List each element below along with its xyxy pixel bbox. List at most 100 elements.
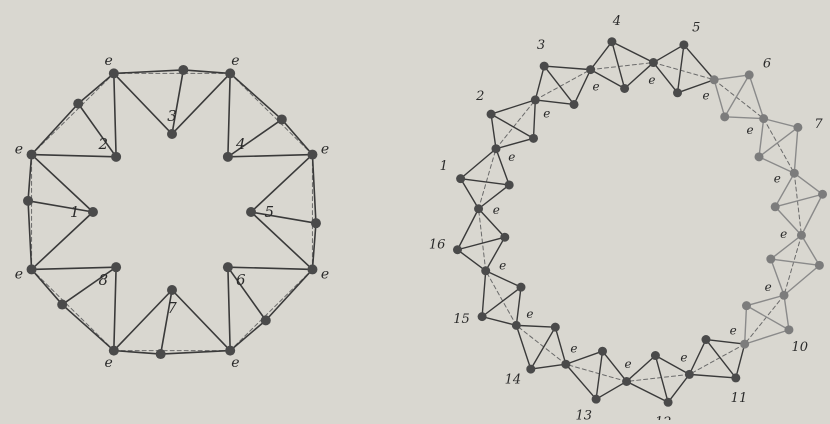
shared-node (27, 264, 37, 274)
node-number: 7 (167, 299, 177, 317)
outer-node (277, 114, 287, 124)
central-node (516, 283, 525, 292)
node-symbol-e: e (321, 267, 329, 283)
node-number: 5 (692, 21, 700, 36)
node-number: 15 (453, 312, 470, 327)
node-number: 2 (475, 89, 484, 104)
central-node (620, 84, 629, 93)
outer-node (818, 190, 827, 199)
node-number: 5 (265, 203, 275, 221)
outer-node (311, 218, 321, 228)
central-node (651, 351, 660, 360)
node-number: 3 (537, 38, 545, 53)
central-node (167, 285, 177, 295)
node-number: 10 (791, 340, 808, 355)
shared-node (685, 370, 694, 379)
node-symbol-e: e (780, 227, 787, 241)
node-number: 4 (235, 135, 246, 153)
central-node (771, 202, 780, 211)
shared-node (307, 150, 317, 160)
outer-node (73, 99, 83, 109)
outer-node (478, 312, 487, 321)
central-node (505, 180, 514, 189)
node-symbol-e: e (680, 351, 687, 365)
node-number: 13 (575, 408, 592, 420)
shared-node (512, 321, 521, 330)
outer-node (745, 70, 754, 79)
central-node (742, 301, 751, 310)
node-number: 14 (505, 372, 522, 387)
node-number: 8 (98, 271, 108, 289)
shared-node (491, 144, 500, 153)
shared-node (474, 204, 483, 213)
outer-node (540, 62, 549, 71)
node-symbol-e: e (730, 324, 737, 338)
outer-node (592, 395, 601, 404)
central-node (500, 233, 509, 242)
shared-node (759, 114, 768, 123)
node-symbol-e: e (493, 203, 500, 217)
shared-node (109, 68, 119, 78)
central-node (111, 262, 121, 272)
central-node (223, 152, 233, 162)
central-node (598, 347, 607, 356)
node-number: 1 (70, 203, 80, 221)
outer-node (453, 245, 462, 254)
central-node (246, 207, 256, 217)
node-symbol-e: e (625, 357, 632, 371)
shared-node (780, 291, 789, 300)
shared-node (481, 266, 490, 275)
node-number: 12 (655, 415, 672, 420)
node-symbol-e: e (508, 150, 515, 164)
node-number: 2 (97, 135, 108, 153)
outer-node (456, 174, 465, 183)
outer-node (793, 123, 802, 132)
node-symbol-e: e (765, 280, 772, 294)
shared-node (797, 231, 806, 240)
node-symbol-e: e (774, 172, 781, 186)
node-number: 11 (731, 391, 748, 406)
central-node (766, 255, 775, 264)
node-symbol-e: e (499, 258, 506, 272)
node-number: 16 (429, 237, 446, 252)
central-node (720, 112, 729, 121)
node-symbol-e: e (746, 123, 753, 137)
shared-node (225, 68, 235, 78)
central-node (673, 88, 682, 97)
central-node (111, 152, 121, 162)
node-symbol-e: e (543, 106, 550, 120)
shared-node (622, 377, 631, 386)
node-symbol-e: e (526, 307, 533, 321)
node-symbol-e: e (321, 141, 329, 157)
node-symbol-e: e (231, 53, 239, 69)
node-number: 7 (814, 117, 823, 132)
node-symbol-e: e (15, 267, 23, 283)
node-number: 4 (612, 14, 621, 29)
outer-node (261, 315, 271, 325)
shared-node (307, 264, 317, 274)
node-number: 6 (763, 57, 771, 72)
shared-node (531, 95, 540, 104)
node-number: 3 (167, 107, 177, 125)
outer-node (815, 261, 824, 270)
shared-node (27, 150, 37, 160)
outer-node (156, 349, 166, 359)
outer-node (57, 300, 67, 310)
central-node (551, 323, 560, 332)
outer-node (178, 65, 188, 75)
node-symbol-e: e (15, 141, 23, 157)
central-node (570, 100, 579, 109)
outer-node (784, 325, 793, 334)
node-symbol-e: e (104, 53, 112, 69)
node-symbol-e: e (231, 355, 239, 371)
outer-node (526, 365, 535, 374)
shared-node (710, 75, 719, 84)
outer-node (664, 398, 673, 407)
shared-node (586, 65, 595, 74)
shared-node (561, 360, 570, 369)
shared-node (790, 169, 799, 178)
outer-node (679, 40, 688, 49)
node-symbol-e: e (702, 88, 709, 102)
